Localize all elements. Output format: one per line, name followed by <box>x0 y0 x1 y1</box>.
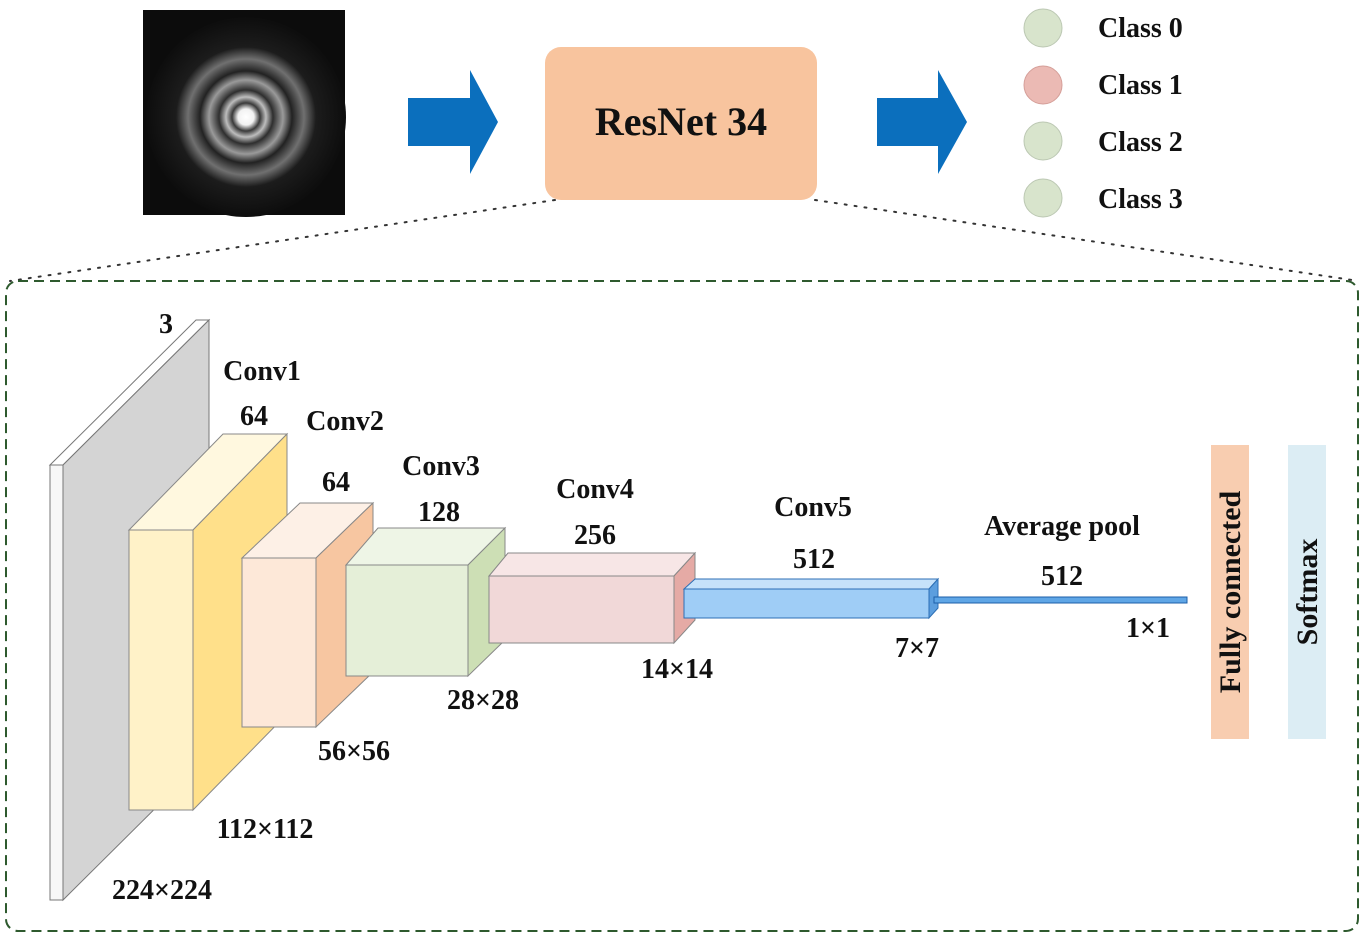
class-1-marker <box>1023 65 1063 105</box>
arrow-to-classes-icon <box>877 70 967 174</box>
class-0-marker <box>1023 8 1063 48</box>
zoom-guide-right <box>814 199 1353 281</box>
diffraction-rings-icon <box>146 17 346 217</box>
conv3-name-label: Conv3 <box>402 451 480 482</box>
conv4-name-label: Conv4 <box>556 474 634 505</box>
average-pool-block <box>933 596 1188 604</box>
average-pool-size-label: 1×1 <box>1126 613 1170 644</box>
average-pool-channels-label: 512 <box>1041 561 1083 592</box>
class-0-label: Class 0 <box>1098 13 1183 44</box>
softmax-label: Softmax <box>1291 539 1324 646</box>
class-2-marker <box>1023 121 1063 161</box>
input-channels-label: 3 <box>159 309 173 340</box>
conv5-block <box>682 577 940 620</box>
conv2-size-label: 56×56 <box>318 736 390 767</box>
fully-connected-label: Fully connected <box>1214 490 1247 693</box>
conv2-name-label: Conv2 <box>306 406 384 437</box>
class-3-label: Class 3 <box>1098 184 1183 215</box>
conv4-channels-label: 256 <box>574 520 616 551</box>
architecture-detail-frame <box>5 280 1359 932</box>
conv1-channels-label: 64 <box>240 401 268 432</box>
input-image <box>143 10 346 217</box>
conv1-name-label: Conv1 <box>223 356 301 387</box>
model-label: ResNet 34 <box>595 99 767 144</box>
model-box: ResNet 34 <box>545 47 817 200</box>
conv3-channels-label: 128 <box>418 497 460 528</box>
conv4-size-label: 14×14 <box>641 654 713 685</box>
conv4-block <box>487 551 697 645</box>
conv5-size-label: 7×7 <box>895 633 939 664</box>
conv1-size-label: 112×112 <box>217 814 314 845</box>
average-pool-name-label: Average pool <box>984 511 1140 542</box>
class-legend: Class 0 Class 1 Class 2 Class 3 <box>1023 8 1183 218</box>
conv3-block <box>344 526 507 678</box>
class-1-label: Class 1 <box>1098 70 1183 101</box>
class-2-label: Class 2 <box>1098 127 1183 158</box>
arrow-to-model-icon <box>408 70 498 174</box>
conv3-size-label: 28×28 <box>447 685 519 716</box>
fully-connected-layer <box>1211 445 1249 739</box>
input-size-label: 224×224 <box>112 875 212 906</box>
softmax-layer <box>1288 445 1326 739</box>
zoom-guide-left <box>9 199 556 282</box>
conv5-channels-label: 512 <box>793 544 835 575</box>
conv2-channels-label: 64 <box>322 467 350 498</box>
conv5-name-label: Conv5 <box>774 492 852 523</box>
class-3-marker <box>1023 178 1063 218</box>
